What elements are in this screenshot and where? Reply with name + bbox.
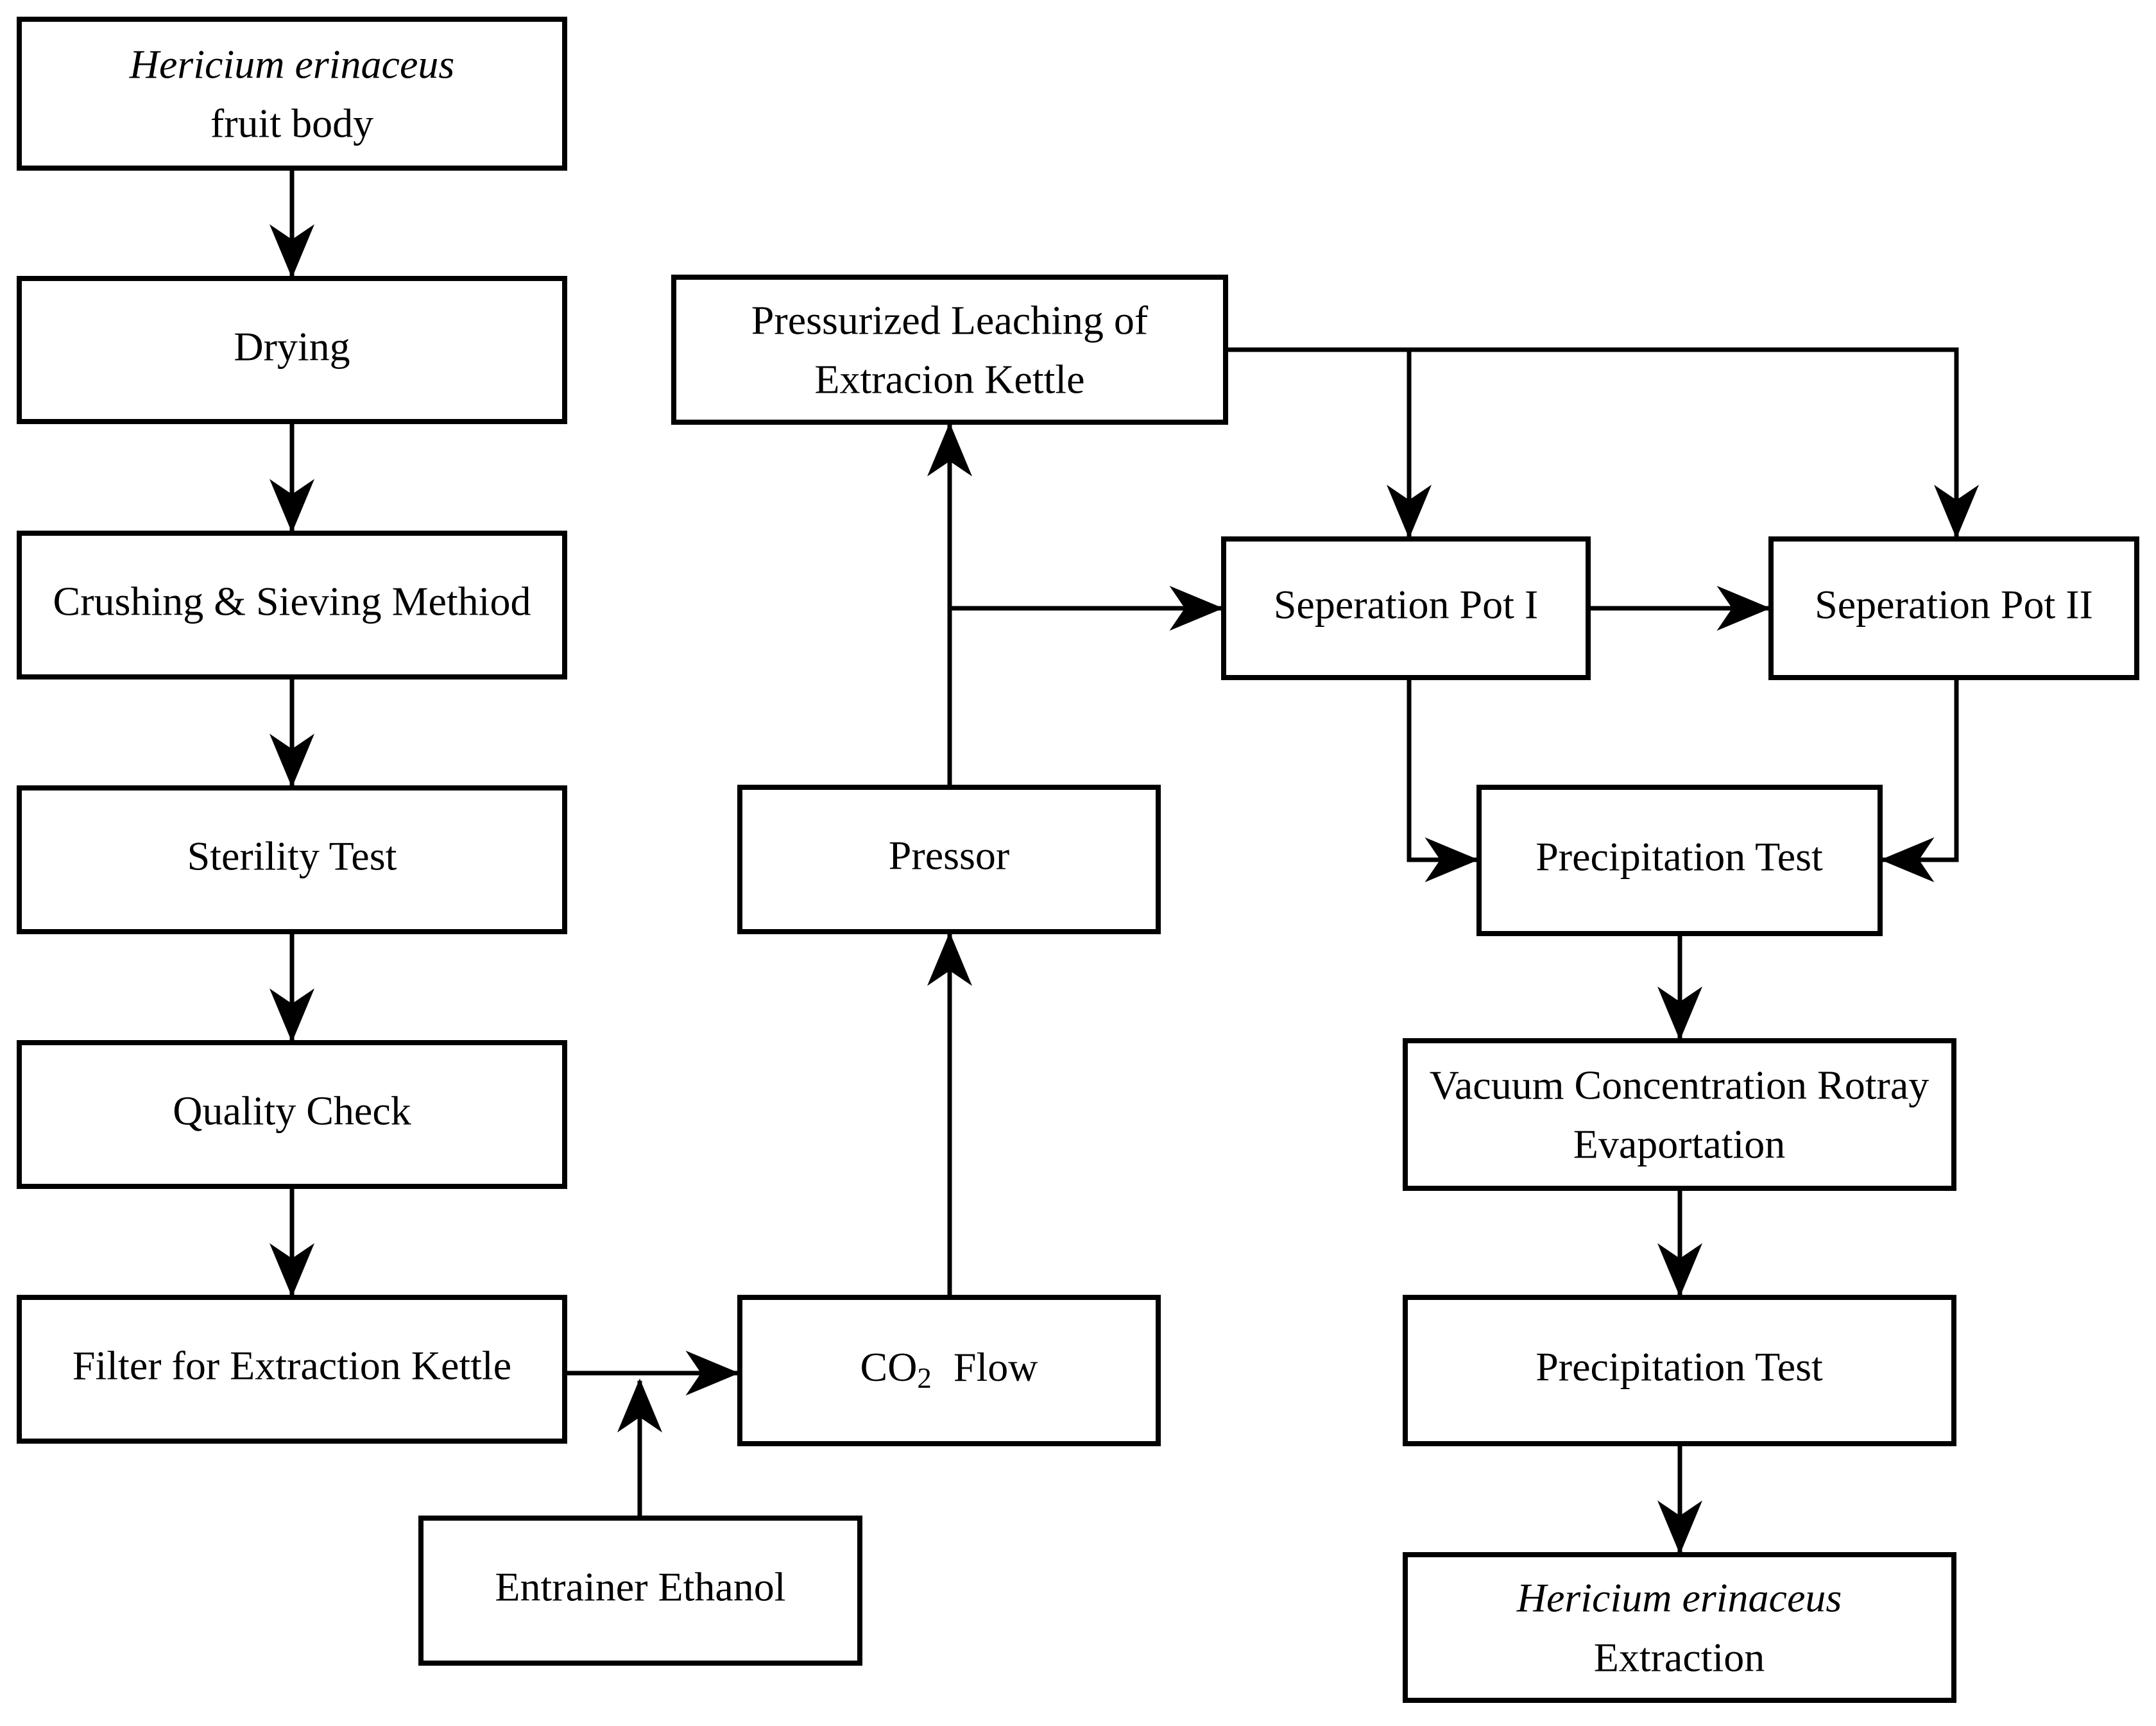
- node-entrainer-ethanol: Entrainer Ethanol: [418, 1516, 862, 1666]
- node-box: [1768, 536, 2139, 680]
- node-sterility-test: Sterility Test: [17, 785, 567, 934]
- node-box: [1403, 1552, 1956, 1703]
- node-vacuum-concentration: Vacuum Concentration Rotray Evaportation: [1403, 1038, 1956, 1191]
- node-label-line1: Hericium erinaceus: [129, 42, 455, 87]
- node-label: Pressor: [889, 833, 1009, 878]
- node-seperation-pot-2: Seperation Pot II: [1768, 536, 2139, 680]
- node-crushing-sieving: Crushing & Sieving Methiod: [17, 531, 567, 679]
- node-pressor: Pressor: [737, 785, 1161, 934]
- line-leaching-to-pot2: [1226, 347, 1979, 539]
- node-label-line1: Pressurized Leaching of: [751, 298, 1149, 343]
- node-precipitation-test-2: Precipitation Test: [1403, 1295, 1956, 1446]
- node-box: [17, 1040, 567, 1189]
- node-box: [1221, 536, 1591, 680]
- node-label: Quality Check: [173, 1088, 411, 1134]
- node-box: [737, 785, 1161, 934]
- node-label: Sterility Test: [187, 833, 397, 879]
- node-label: Seperation Pot II: [1815, 582, 2093, 628]
- node-filter-extraction-kettle: Filter for Extraction Kettle: [17, 1295, 567, 1444]
- node-box: [17, 1295, 567, 1444]
- node-label: Crushing & Sieving Methiod: [53, 579, 531, 624]
- node-label: Entrainer Ethanol: [495, 1564, 785, 1610]
- node-fruit-body: Hericium erinaceus fruit body: [17, 17, 567, 171]
- node-seperation-pot-1: Seperation Pot I: [1221, 536, 1591, 680]
- node-label-line2: Evaportation: [1573, 1122, 1786, 1167]
- node-label: Precipitation Test: [1536, 834, 1823, 880]
- node-label: CO2 Flow: [860, 1344, 1038, 1395]
- node-label: Seperation Pot I: [1274, 582, 1538, 628]
- node-label: Precipitation Test: [1536, 1344, 1823, 1390]
- node-box: [17, 531, 567, 679]
- node-label-line1: Hericium erinaceus: [1516, 1575, 1842, 1621]
- node-box: [1476, 785, 1883, 936]
- node-label-line2: Extracion Kettle: [814, 357, 1084, 402]
- co2-prefix: CO: [860, 1344, 918, 1390]
- node-label: Drying: [234, 324, 350, 370]
- node-label: Filter for Extraction Kettle: [73, 1343, 511, 1388]
- node-label-line1: Vacuum Concentration Rotray: [1430, 1063, 1929, 1108]
- node-extraction: Hericium erinaceus Extraction: [1403, 1552, 1956, 1703]
- node-drying: Drying: [17, 276, 567, 424]
- node-box: [17, 785, 567, 934]
- node-label-line2: fruit body: [210, 101, 373, 146]
- co2-suffix: Flow: [954, 1344, 1038, 1390]
- node-box: [418, 1516, 862, 1666]
- co2-subscript: 2: [917, 1362, 932, 1394]
- node-box: [737, 1295, 1161, 1446]
- node-co2-flow: CO2 Flow: [737, 1295, 1161, 1446]
- node-label-line2: Extraction: [1594, 1635, 1765, 1680]
- node-box: [1403, 1038, 1956, 1191]
- node-box: [1403, 1295, 1956, 1446]
- node-box: [17, 276, 567, 424]
- node-box: [671, 275, 1228, 425]
- node-quality-check: Quality Check: [17, 1040, 567, 1189]
- node-precipitation-test-1: Precipitation Test: [1476, 785, 1883, 936]
- line-pot2-to-precip1: [1880, 678, 1959, 882]
- node-pressurized-leaching: Pressurized Leaching of Extracion Kettle: [671, 275, 1228, 425]
- line-pot1-to-precip1: [1407, 677, 1479, 882]
- node-box: [17, 17, 567, 171]
